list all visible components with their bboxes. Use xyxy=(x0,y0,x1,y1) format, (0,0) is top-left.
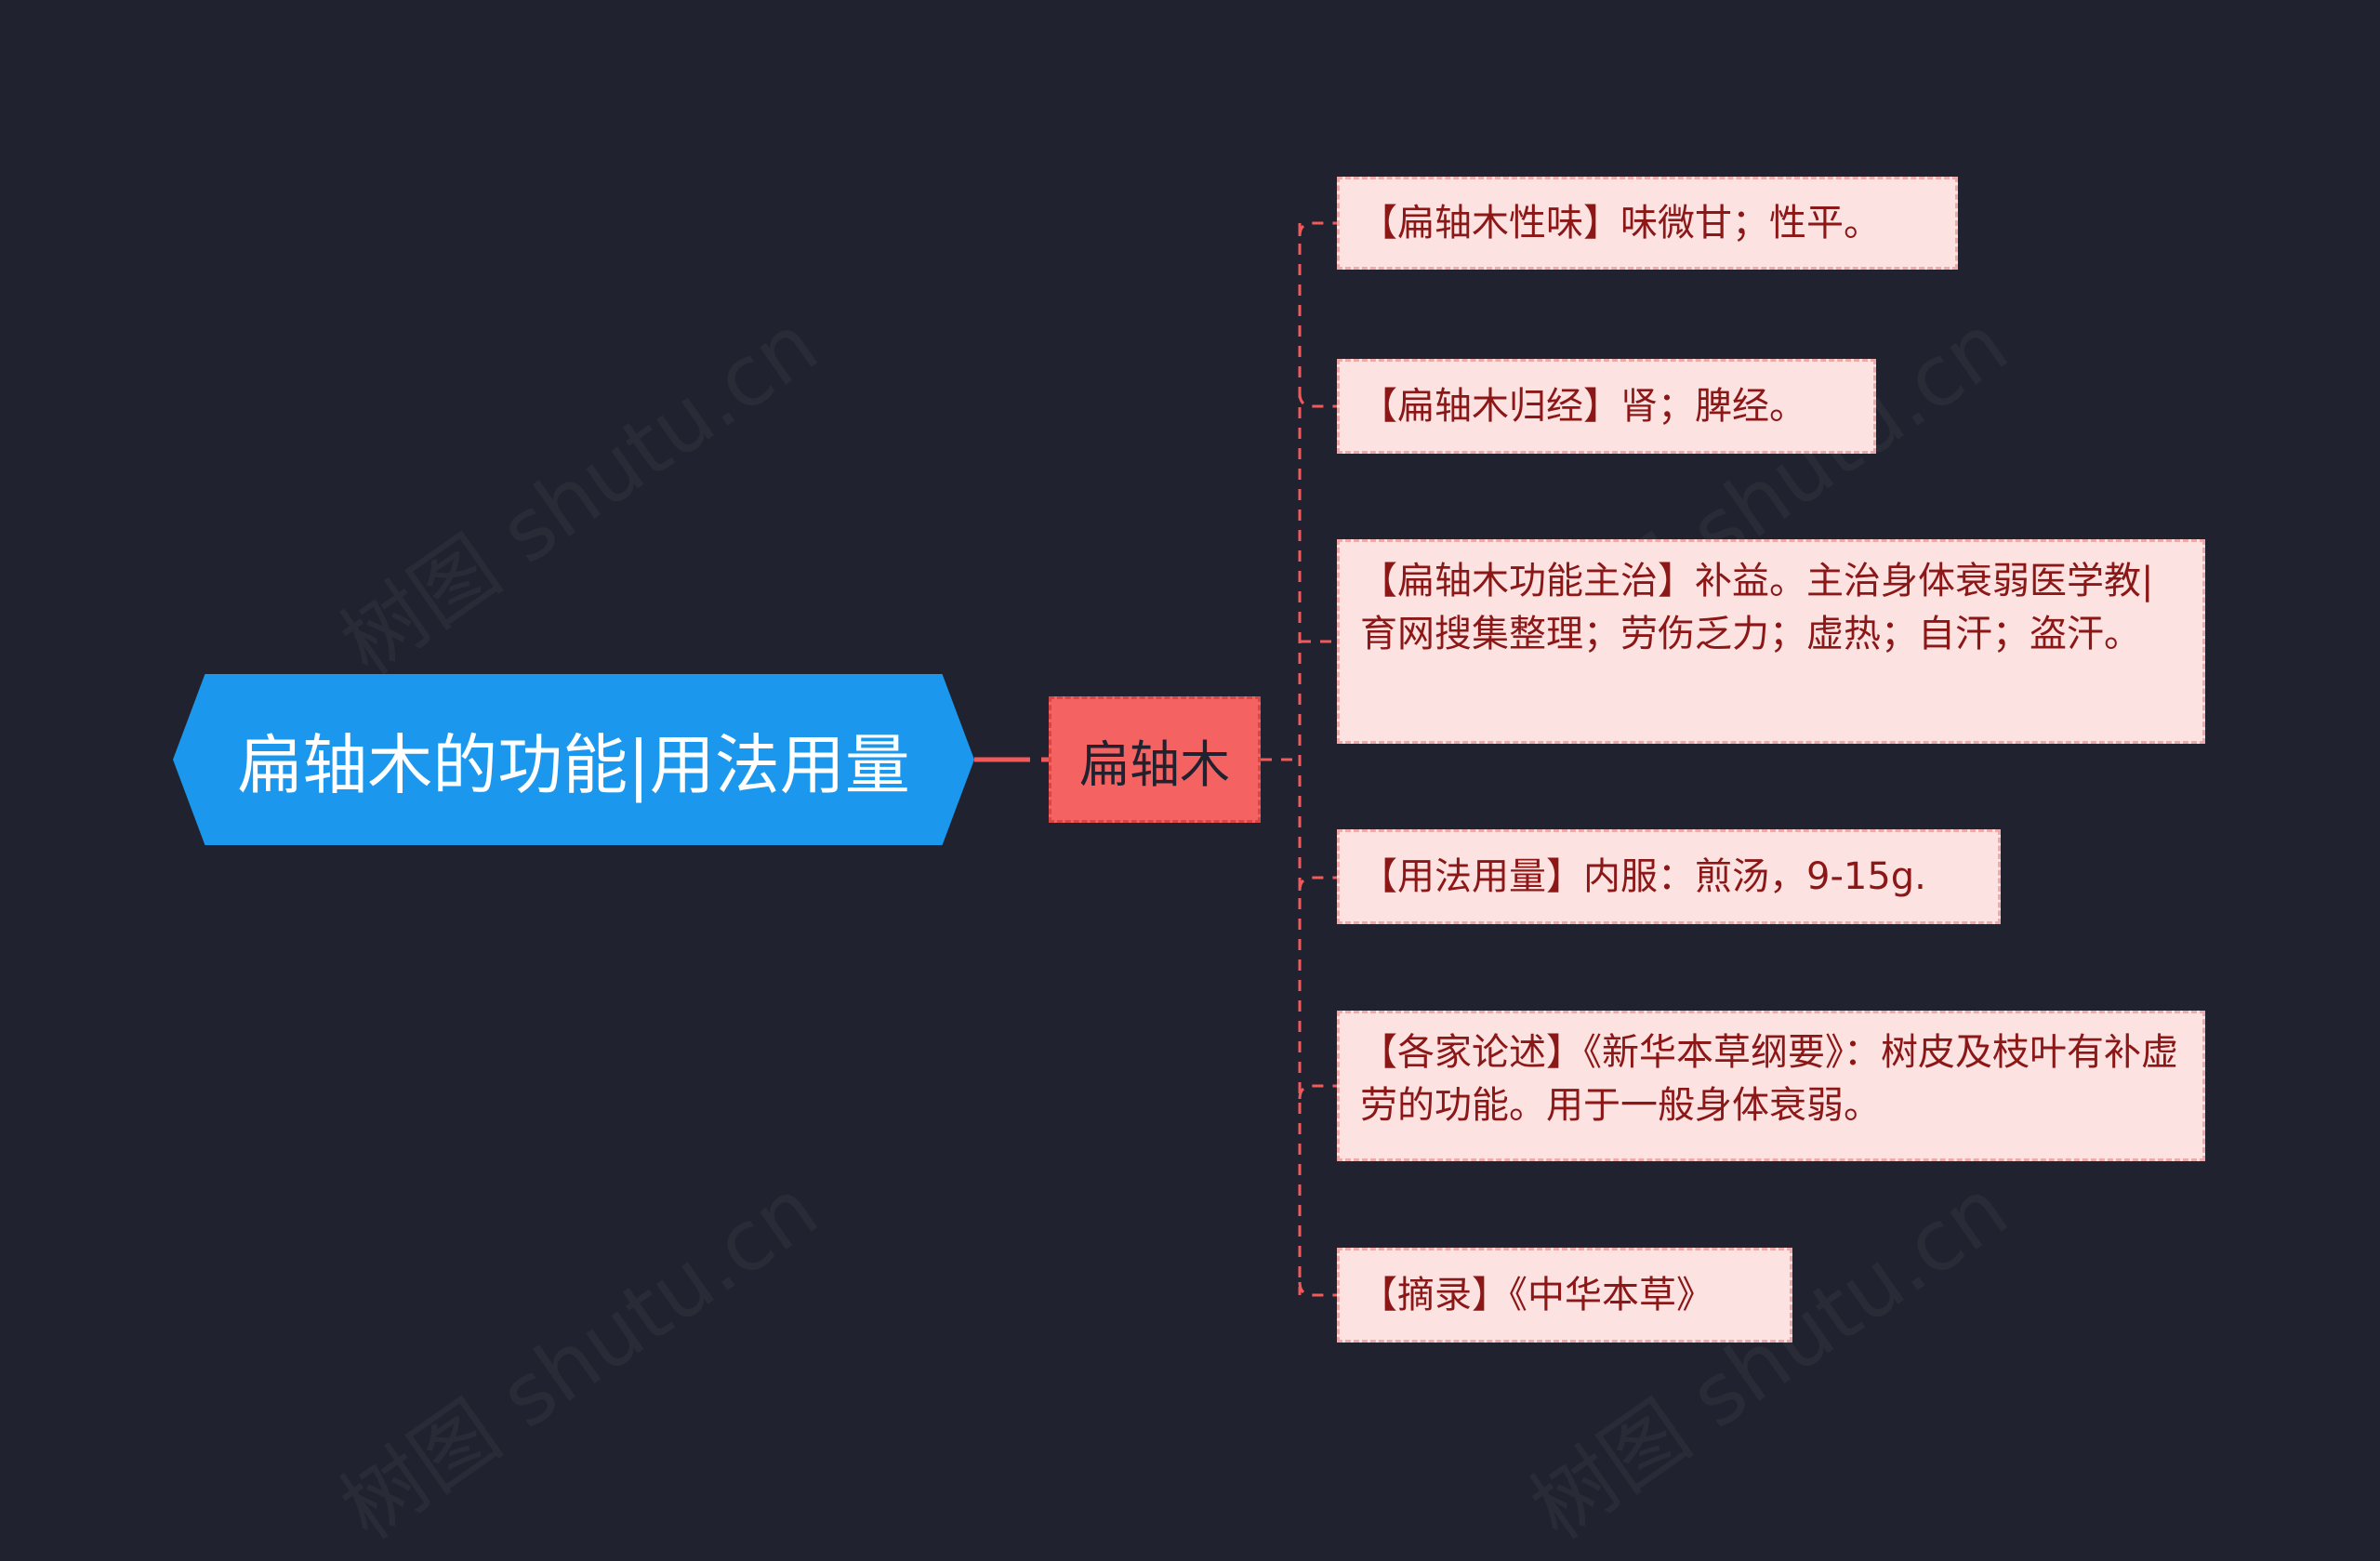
leaf-label: 【各家论述】《新华本草纲要》：树皮及枝叶有补虚劳的功能。用于一般身体衰弱。 xyxy=(1360,1031,2178,1127)
leaf-label: 【扁轴木归经】肾；脾经。 xyxy=(1360,384,1806,428)
leaf-connector xyxy=(1298,876,1337,892)
leaf-node-nature-flavor[interactable]: 【扁轴木性味】味微甘；性平。 xyxy=(1337,177,1958,270)
leaf-node-source[interactable]: 【摘录】《中华本草》 xyxy=(1337,1248,1792,1343)
root-topic-node[interactable]: 扁轴木的功能|用法用量 xyxy=(173,674,974,845)
leaf-connector xyxy=(1298,1281,1337,1297)
leaf-label: 【摘录】《中华本草》 xyxy=(1360,1273,1713,1316)
leaf-label: 【用法用量】内服：煎汤，9-15g. xyxy=(1360,854,1926,898)
leaf-label: 【扁轴木功能主治】补益。主治身体衰弱医学教|育网搜集整理；劳伤乏力；虚热；自汗；… xyxy=(1360,560,2154,655)
leaf-connector xyxy=(1298,221,1337,237)
leaf-label: 【扁轴木性味】味微甘；性平。 xyxy=(1360,201,1881,245)
branch-topic-node[interactable]: 扁轴木 xyxy=(1049,696,1261,823)
root-topic-label: 扁轴木的功能|用法用量 xyxy=(237,726,910,803)
branch-topic-label: 扁轴木 xyxy=(1079,734,1230,794)
leaf-node-functions[interactable]: 【扁轴木功能主治】补益。主治身体衰弱医学教|育网搜集整理；劳伤乏力；虚热；自汗；… xyxy=(1337,539,2205,744)
leaf-node-commentary[interactable]: 【各家论述】《新华本草纲要》：树皮及枝叶有补虚劳的功能。用于一般身体衰弱。 xyxy=(1337,1011,2205,1161)
connector-lines xyxy=(974,221,1337,1297)
leaf-node-meridian[interactable]: 【扁轴木归经】肾；脾经。 xyxy=(1337,359,1876,454)
leaf-connector xyxy=(1298,1084,1337,1100)
leaf-node-dosage[interactable]: 【用法用量】内服：煎汤，9-15g. xyxy=(1337,829,2001,924)
leaf-connector xyxy=(1298,392,1337,408)
